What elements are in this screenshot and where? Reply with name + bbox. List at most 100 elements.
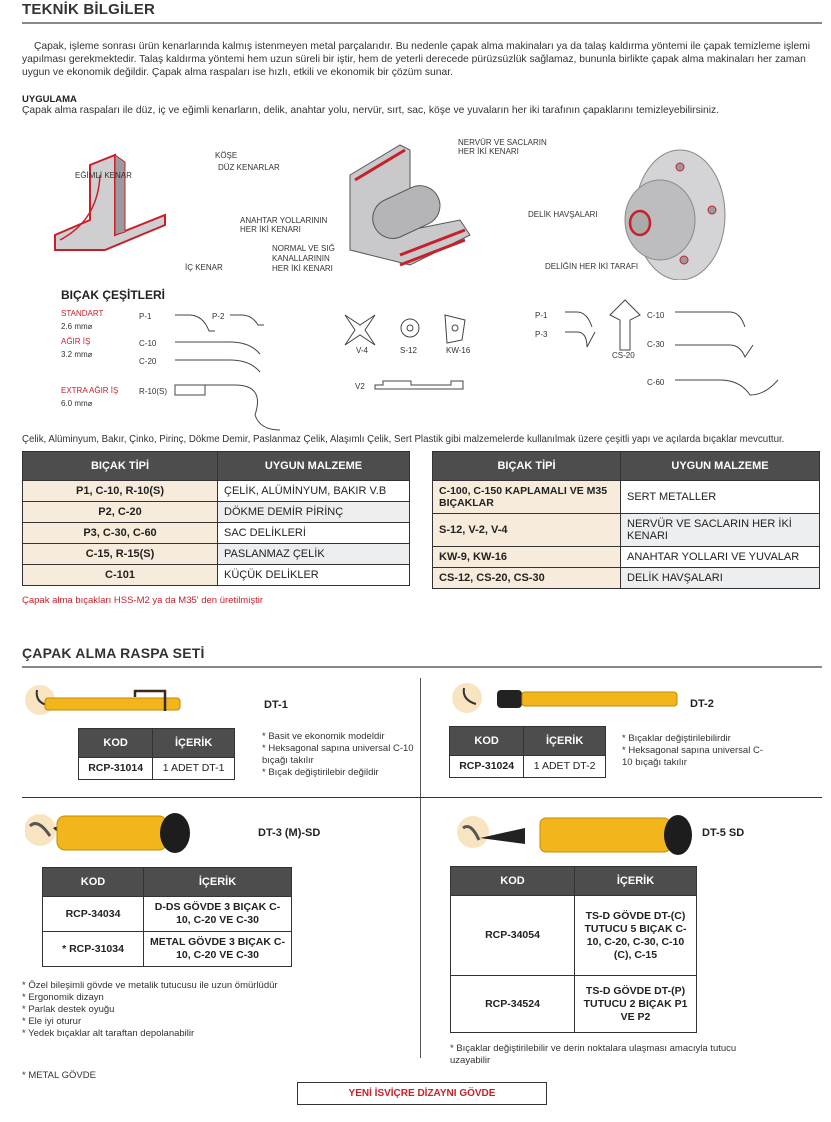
header-icerik: İÇERİK (143, 867, 292, 897)
vertical-divider (420, 678, 421, 1058)
header-kod: KOD (77, 728, 154, 758)
cell-material: KÜÇÜK DELİKLER (217, 564, 410, 586)
cell-material: ANAHTAR YOLLARI VE YUVALAR (620, 546, 820, 568)
swiss-design-banner: YENİ İSVİÇRE DİZAYNI GÖVDE (297, 1082, 547, 1105)
blade-p2: P-2 (212, 312, 225, 321)
note: * Basit ve ekonomik modeldir (262, 731, 385, 742)
cell-material: PASLANMAZ ÇELİK (217, 543, 410, 565)
dt3-tool-image (25, 813, 190, 853)
table-row: P1, C-10, R-10(S)ÇELİK, ALÜMİNYUM, BAKIR… (22, 480, 410, 502)
bracket-illustration (54, 153, 166, 251)
blade-cs20: CS-20 (612, 351, 635, 360)
header-material: UYGUN MALZEME (620, 451, 820, 481)
label-nervur-1: NERVÜR VE SACLARIN (458, 138, 547, 147)
blade-v4-icon (344, 314, 376, 346)
label-normal-1: NORMAL VE SIĞ (272, 244, 335, 253)
dt1-model: DT-1 (264, 699, 288, 711)
blade-kw16: KW-16 (446, 346, 471, 355)
header-kod: KOD (448, 726, 525, 756)
intro-paragraph: Çapak, işleme sonrası ürün kenarlarında … (22, 41, 811, 78)
cell-icerik: 1 ADET DT-2 (523, 755, 606, 778)
cell-blade-type: CS-12, CS-20, CS-30 (432, 567, 621, 589)
blade-v2: V2 (355, 382, 365, 391)
dt2-tool-image (452, 683, 678, 713)
cell-material: DELİK HAVŞALARI (620, 567, 820, 589)
blade-p1-right: P-1 (535, 311, 548, 320)
note: * Yedek bıçaklar alt taraftan depolanabi… (22, 1028, 195, 1039)
materials-text: Çelik, Alüminyum, Bakır, Çinko, Pirinç, … (22, 434, 785, 445)
flange-illustration (624, 149, 726, 280)
application-text: Çapak alma raspaları ile düz, iç ve eğim… (22, 105, 720, 116)
cell-icerik: TS-D GÖVDE DT-(P) TUTUCU 2 BIÇAK P1 VE P… (574, 975, 697, 1033)
cell-kod: RCP-31024 (448, 755, 525, 778)
blade-p1: P-1 (139, 312, 152, 321)
application-illustrations (54, 144, 726, 280)
extra-size: 6.0 mm⌀ (61, 399, 93, 408)
cell-material: SAC DELİKLERİ (217, 522, 410, 544)
blade-s12: S-12 (400, 346, 417, 355)
horizontal-divider (22, 797, 822, 798)
cell-icerik: TS-D GÖVDE DT-(C) TUTUCU 5 BIÇAK C-10, C… (574, 895, 697, 976)
cell-kod: RCP-34524 (450, 975, 575, 1033)
header-icerik: İÇERİK (152, 728, 235, 758)
dt2-model: DT-2 (690, 698, 714, 710)
blade-r10: R-10(S) (139, 387, 168, 396)
note: * Parlak destek oyuğu (22, 1004, 115, 1015)
dt2-notes: * Bıçaklar değiştirilebilirdir * Heksago… (622, 733, 772, 769)
note: * Özel bileşimli gövde ve metalik tutucu… (22, 980, 278, 991)
label-delik-havsalari: DELİK HAVŞALARI (528, 210, 598, 219)
blade-drawings (174, 299, 779, 431)
label-duz-kenarlar: DÜZ KENARLAR (218, 163, 280, 172)
cell-material: ÇELİK, ALÜMİNYUM, BAKIR V.B (217, 480, 410, 502)
standart-label: STANDART (61, 309, 104, 318)
cell-kod: RCP-34034 (42, 896, 144, 932)
blade-c10-right: C-10 (647, 311, 665, 320)
blade-c20: C-20 (139, 357, 157, 366)
blade-c30: C-30 (647, 340, 665, 349)
label-deligin-her-iki-tarafi: DELİĞİN HER İKİ TARAFI (545, 262, 639, 271)
note: * Heksagonal sapına universal C-10 bıçağ… (622, 745, 763, 768)
label-ic-kenar: İÇ KENAR (185, 263, 223, 272)
note: * Bıçaklar değiştirilebilir ve derin nok… (450, 1043, 737, 1066)
note: * Ergonomik dizayn (22, 992, 104, 1003)
label-normal-2: KANALLARININ (272, 254, 330, 263)
blades-heading: BIÇAK ÇEŞİTLERİ (61, 288, 166, 302)
metal-body-note: * METAL GÖVDE (22, 1070, 96, 1081)
cell-icerik: METAL GÖVDE 3 BIÇAK C-10, C-20 VE C-30 (143, 931, 292, 967)
header-blade-type: BIÇAK TİPİ (22, 451, 218, 481)
standart-size: 2.6 mm⌀ (61, 322, 93, 331)
set-divider (22, 666, 822, 668)
note: * Heksagonal sapına universal C-10 bıçağ… (262, 743, 414, 766)
note: * Ele iyi oturur (22, 1016, 82, 1027)
label-anahtar-1: ANAHTAR YOLLARININ (240, 216, 328, 225)
cell-kod: * RCP-31034 (42, 931, 144, 967)
cell-blade-type: P1, C-10, R-10(S) (22, 480, 218, 502)
blade-cs20-icon (609, 299, 641, 351)
page-title: TEKNİK BİLGİLER (22, 1, 155, 18)
cell-blade-type: C-100, C-150 KAPLAMALI VE M35 BIÇAKLAR (432, 480, 621, 514)
note: * Bıçaklar değiştirilebilirdir (622, 733, 731, 744)
dt3-model: DT-3 (M)-SD (258, 827, 321, 839)
header-icerik: İÇERİK (574, 866, 697, 896)
blade-note: Çapak alma bıçakları HSS-M2 ya da M35' d… (22, 595, 263, 606)
dt1-notes: * Basit ve ekonomik modeldir * Heksagona… (262, 731, 417, 779)
blade-v2-icon (374, 380, 464, 390)
cell-blade-type: S-12, V-2, V-4 (432, 513, 621, 547)
note: * Bıçak değiştirilebir değildir (262, 767, 379, 778)
header-blade-type: BIÇAK TİPİ (432, 451, 621, 481)
